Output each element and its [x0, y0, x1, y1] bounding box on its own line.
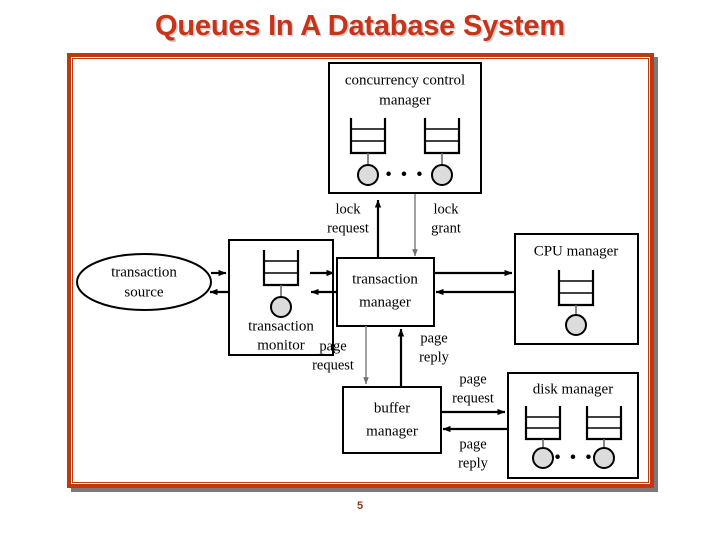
queue-symbol	[524, 406, 562, 469]
ellipsis-label: • • •	[385, 164, 424, 185]
buf-label-line1: buffer	[374, 400, 410, 416]
queue-symbol	[262, 250, 300, 318]
page-reply-disk-label-line2: reply	[458, 455, 489, 471]
lock-request-label-line1: lock	[336, 201, 362, 217]
node-transaction-manager[interactable]: transaction manager	[336, 257, 435, 327]
queue-symbol	[349, 118, 387, 186]
page-reply-tm-label-line1: page	[420, 330, 447, 346]
page-request-tm-label-line2: request	[312, 357, 354, 373]
edge-lock-grant: lock grant	[412, 194, 461, 257]
txmgr-label-line2: manager	[359, 294, 411, 310]
disk-label-line1: disk manager	[533, 381, 613, 397]
ccm-label-line2: manager	[379, 92, 431, 108]
ccm-label-line1: concurrency control	[345, 72, 465, 88]
edge-lock-request: lock request	[327, 199, 382, 258]
txsrc-label-line2: source	[124, 284, 163, 300]
page-title: Queues In A Database System	[155, 10, 565, 42]
node-transaction-monitor[interactable]: transaction monitor	[228, 239, 334, 356]
queue-symbol	[423, 118, 461, 186]
buf-label-line2: manager	[366, 423, 418, 439]
database-queueing-diagram: concurrency control manager	[74, 60, 647, 481]
txmon-label-line2: monitor	[257, 337, 305, 353]
txmgr-label-line1: transaction	[352, 271, 418, 287]
lock-request-label-line2: request	[327, 220, 369, 236]
cpu-label-line1: CPU manager	[534, 243, 619, 259]
node-disk-manager[interactable]: disk manager • • •	[507, 372, 639, 479]
queue-symbol	[557, 270, 595, 336]
queue-symbol	[585, 406, 623, 469]
edge-page-request-to-disk: page request	[441, 371, 506, 416]
edge-page-reply-to-buffer: page reply	[442, 425, 508, 471]
page-request-disk-label-line1: page	[459, 371, 486, 387]
page-reply-disk-label-line1: page	[459, 436, 486, 452]
node-transaction-source[interactable]: transaction source	[76, 253, 212, 311]
lock-grant-label-line2: grant	[431, 220, 461, 236]
page-request-disk-label-line2: request	[452, 390, 494, 406]
ellipsis-label: • • •	[554, 447, 593, 468]
txmon-label-line1: transaction	[248, 318, 314, 334]
edge-page-reply-to-manager: page reply	[397, 328, 450, 387]
node-cpu-manager[interactable]: CPU manager	[514, 233, 639, 345]
node-concurrency-control-manager[interactable]: concurrency control manager	[328, 62, 482, 194]
node-buffer-manager[interactable]: buffer manager	[342, 386, 442, 454]
page-number: 5	[356, 500, 364, 512]
lock-grant-label-line1: lock	[434, 201, 460, 217]
txsrc-label-line1: transaction	[111, 264, 177, 280]
page-request-tm-label-line1: page	[319, 338, 346, 354]
edge-page-request-to-buffer: page request	[312, 326, 369, 385]
page-reply-tm-label-line2: reply	[419, 349, 450, 365]
